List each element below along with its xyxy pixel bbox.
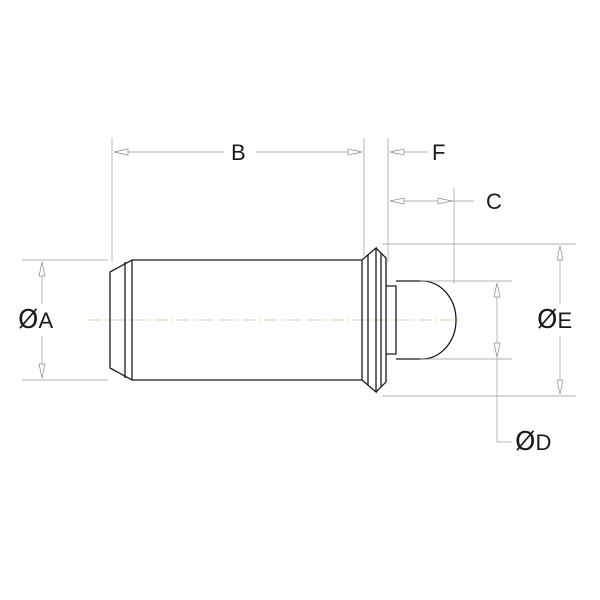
diameter-symbol-icon: Ø bbox=[537, 305, 558, 335]
dimension-label-d: ØD bbox=[515, 429, 551, 455]
plunger-flange bbox=[375, 247, 387, 393]
dimension-letter: E bbox=[557, 308, 573, 333]
diameter-symbol-icon: Ø bbox=[18, 305, 39, 335]
diameter-symbol-icon: Ø bbox=[515, 427, 536, 457]
dimension-a-lines bbox=[22, 259, 108, 381]
dimension-label-c: C bbox=[486, 189, 502, 214]
dimension-letter: A bbox=[38, 308, 54, 333]
dimension-f-lines bbox=[387, 138, 428, 262]
dimension-c-lines bbox=[389, 188, 474, 284]
ball-nose bbox=[386, 280, 457, 360]
dimension-b-lines bbox=[111, 138, 365, 262]
dimension-d-lines bbox=[420, 280, 512, 443]
dimension-letter: D bbox=[535, 430, 552, 455]
dimension-label-a: ØA bbox=[18, 307, 53, 333]
dimension-label-f: F bbox=[432, 140, 446, 165]
plunger-body bbox=[109, 246, 377, 394]
dimension-e-lines bbox=[382, 243, 576, 397]
dimension-label-b: B bbox=[231, 140, 246, 165]
dimension-label-e: ØE bbox=[537, 307, 572, 333]
